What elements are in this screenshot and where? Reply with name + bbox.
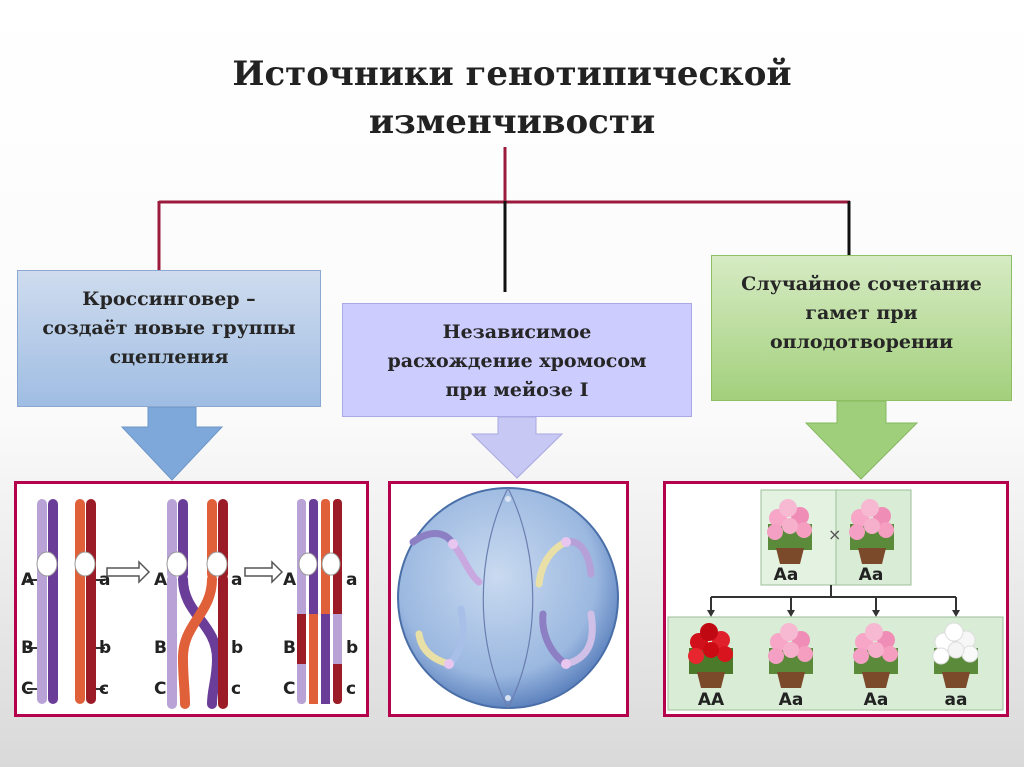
gene-label-C-1: C bbox=[21, 679, 33, 699]
process-arrow-2 bbox=[244, 560, 284, 584]
offspring-genotype-4: aa bbox=[945, 690, 968, 710]
cell-illustration bbox=[397, 487, 619, 709]
chromosome-upper-left bbox=[409, 530, 483, 586]
arrow-violet bbox=[470, 416, 564, 479]
fertilization-panel: × Aa Aa AA Aa Aa aa bbox=[663, 481, 1009, 717]
independent-assortment-box: Независимое расхождение хромосом при мей… bbox=[342, 303, 692, 417]
gene-label-B-1: B bbox=[21, 638, 34, 658]
gene-label-b-1: b bbox=[99, 638, 111, 658]
chromosome-upper-right bbox=[535, 537, 595, 588]
flower-cross-illustration: × Aa Aa AA Aa Aa aa bbox=[667, 489, 1004, 711]
gene-label-c-2: c bbox=[231, 679, 241, 699]
cell bbox=[397, 487, 619, 709]
gene-label-a-2: a bbox=[231, 570, 242, 590]
gene-label-c-1: c bbox=[99, 679, 109, 699]
gene-label-A-1: A bbox=[21, 570, 35, 590]
gene-label-C-3: C bbox=[283, 679, 295, 699]
gene-label-b-2: b bbox=[231, 638, 243, 658]
gene-label-C-2: C bbox=[154, 679, 166, 699]
gene-label-b-3: b bbox=[346, 638, 358, 658]
meiosis-panel bbox=[388, 481, 629, 717]
offspring-genotype-3: Aa bbox=[864, 690, 889, 710]
cross-symbol: × bbox=[828, 525, 841, 544]
gene-label-B-2: B bbox=[154, 638, 167, 658]
arrow-green bbox=[804, 400, 919, 480]
parent-genotype-1: Aa bbox=[774, 565, 799, 585]
process-arrow-1 bbox=[106, 560, 151, 584]
random-fusion-box: Случайное сочетание гамет при оплодотвор… bbox=[711, 255, 1012, 401]
crossing-over-line-3: сцепления bbox=[109, 346, 229, 368]
random-fusion-line-1: Случайное сочетание bbox=[741, 273, 982, 295]
crossing-over-line-2: создаёт новые группы bbox=[42, 317, 296, 339]
crossing-over-line-1: Кроссинговер – bbox=[82, 288, 256, 310]
independent-assortment-line-3: при мейозе I bbox=[445, 379, 589, 401]
crossing-over-panel: A B C a b c A B C a b c bbox=[14, 481, 369, 717]
title-line-2: изменчивости bbox=[368, 102, 656, 142]
gene-label-a-3: a bbox=[346, 570, 357, 590]
random-fusion-line-2: гамет при bbox=[805, 302, 918, 324]
parent-genotype-2: Aa bbox=[859, 565, 884, 585]
offspring-genotype-2: Aa bbox=[779, 690, 804, 710]
title-line-1: Источники генотипической bbox=[232, 54, 792, 94]
random-fusion-line-3: оплодотворении bbox=[769, 331, 954, 353]
independent-assortment-line-2: расхождение хромосом bbox=[387, 350, 647, 372]
offspring-genotype-1: AA bbox=[698, 690, 725, 710]
chromosome-lower-right bbox=[539, 610, 596, 669]
independent-assortment-line-1: Независимое bbox=[442, 321, 592, 343]
crossing-over-box: Кроссинговер – создаёт новые группы сцеп… bbox=[17, 270, 321, 407]
chromosome-lower-left bbox=[415, 605, 467, 669]
gene-label-a-1: a bbox=[99, 570, 110, 590]
page-title: Источники генотипической изменчивости bbox=[0, 50, 1024, 146]
gene-label-A-3: A bbox=[283, 570, 297, 590]
gene-label-B-3: B bbox=[283, 638, 296, 658]
gene-label-A-2: A bbox=[154, 570, 168, 590]
gene-label-c-3: c bbox=[346, 679, 356, 699]
arrow-blue bbox=[120, 406, 224, 481]
chromosome-illustration: A B C a b c A B C a b c bbox=[21, 499, 358, 709]
